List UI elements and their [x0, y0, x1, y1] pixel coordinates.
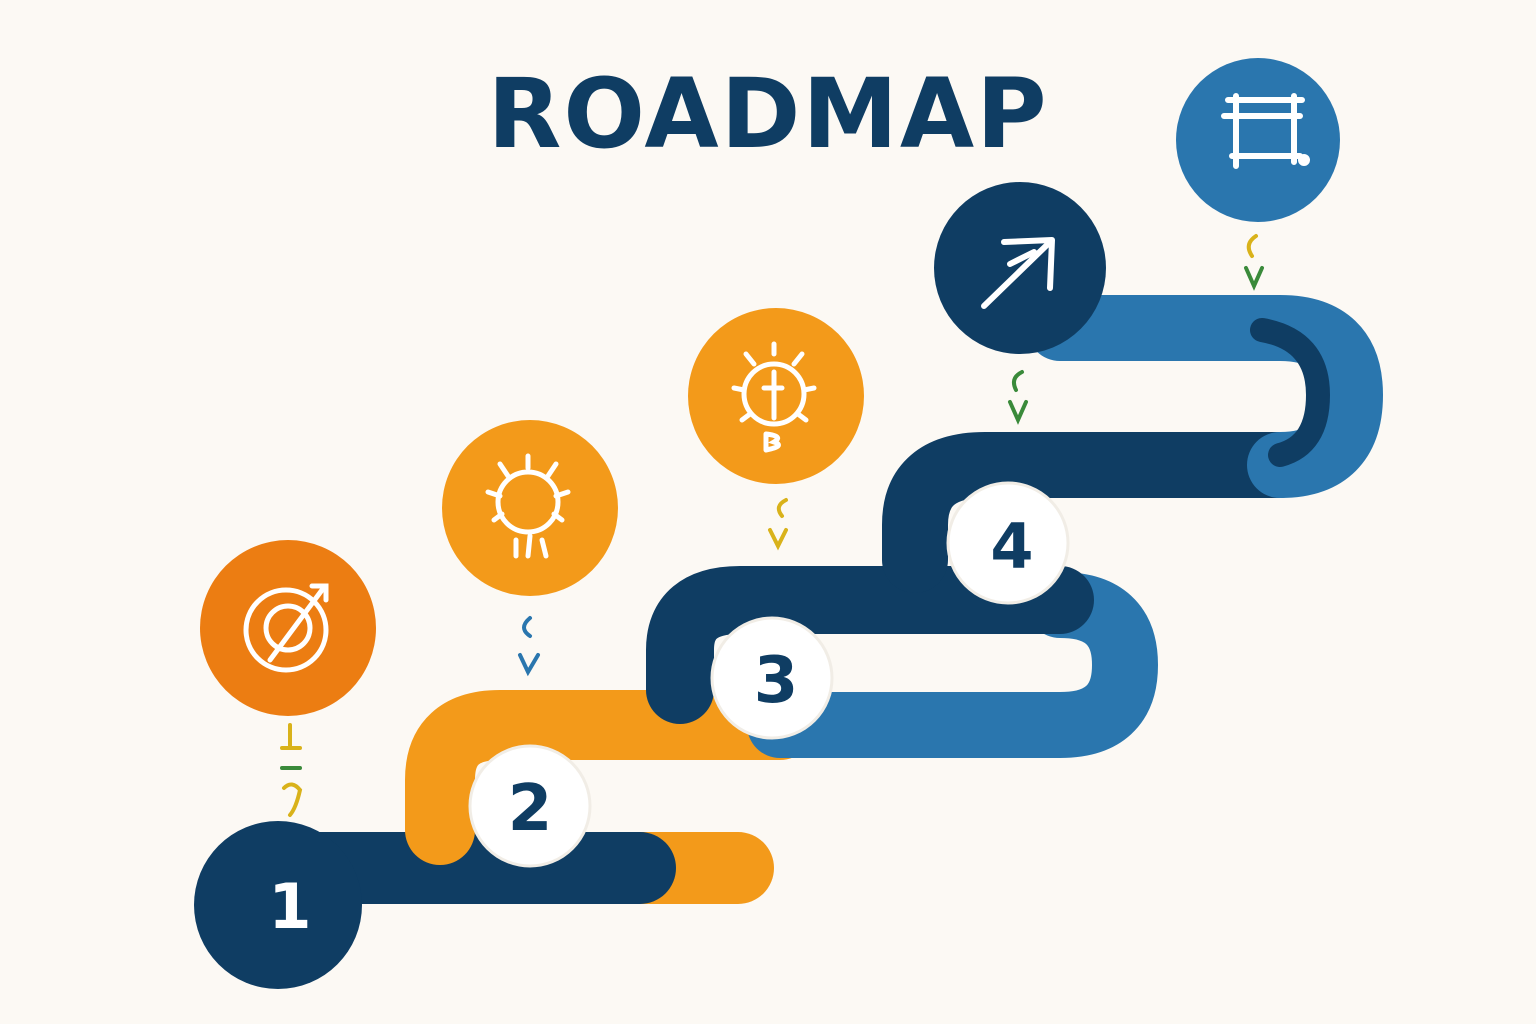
- step-2-node: 2: [468, 744, 592, 868]
- step-2-icon-circle: [442, 420, 618, 596]
- lightbulb-icon: [731, 341, 817, 453]
- road-segment-3-loop: [747, 572, 1158, 758]
- arrow-up-right-icon: [981, 237, 1055, 309]
- step-4-number: 4: [990, 510, 1033, 583]
- frame-icon: [1221, 93, 1310, 169]
- step-1-number: 1: [268, 870, 311, 943]
- connector-marker-1: [280, 723, 303, 817]
- target-icon: [243, 583, 329, 673]
- connector-marker-3: [768, 498, 788, 551]
- page-title: ROADMAP: [487, 58, 1049, 170]
- road-loop-shadow: [1250, 318, 1330, 467]
- step-4-icon-circle: [934, 182, 1106, 354]
- step-1-icon-circle: [200, 540, 376, 716]
- sun-icon: [485, 453, 571, 559]
- step-4-node: 4: [946, 481, 1070, 605]
- step-1-node: 1: [194, 821, 362, 989]
- road-segment-2: [405, 690, 815, 865]
- step-2-number: 2: [508, 772, 553, 846]
- step-3-number: 3: [754, 644, 799, 718]
- connector-marker-4: [1008, 370, 1028, 425]
- road-segment-4-loop: [1027, 295, 1383, 498]
- step-3-icon-circle: [688, 308, 864, 484]
- road-segment-4: [882, 432, 1313, 593]
- final-icon-circle: [1176, 58, 1340, 222]
- road-segment-3: [646, 566, 1094, 724]
- connector-marker-2: [518, 616, 540, 677]
- step-3-node: 3: [710, 616, 834, 740]
- connector-marker-5: [1244, 234, 1264, 291]
